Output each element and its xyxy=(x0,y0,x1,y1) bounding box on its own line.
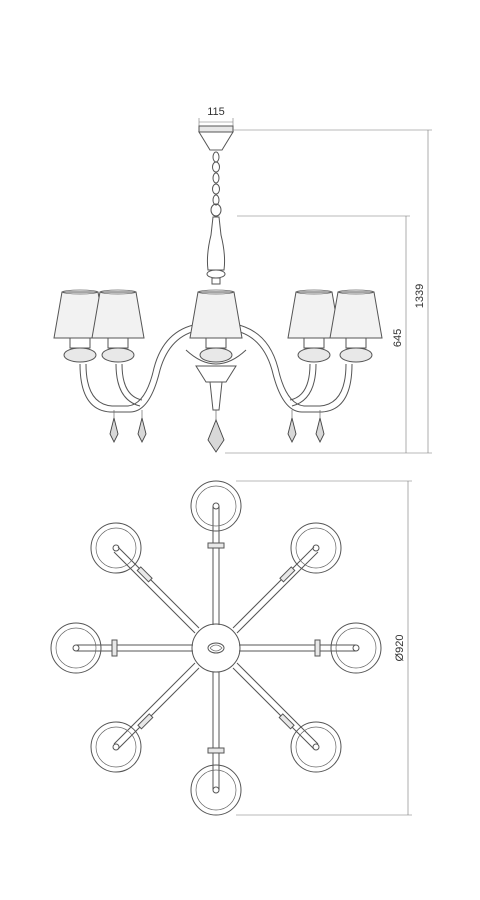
center-hub xyxy=(191,623,241,673)
body-height-label: 645 xyxy=(392,329,404,347)
plate-left xyxy=(50,622,102,674)
plate-bottom-right xyxy=(290,721,342,773)
diameter-label: Ø920 xyxy=(394,635,406,662)
diameter-dimension: Ø920 xyxy=(236,480,412,816)
plate-bottom-left xyxy=(90,721,142,773)
plate-bottom xyxy=(190,764,242,816)
canopy-width-dimension: 115 xyxy=(198,106,234,126)
canopy-width-label: 115 xyxy=(207,106,225,118)
lamp-plates xyxy=(50,480,382,816)
total-height-label: 1339 xyxy=(414,284,426,308)
crystal-drops xyxy=(109,410,325,453)
canopy xyxy=(198,125,234,151)
plate-right xyxy=(330,622,382,674)
lamp-shades xyxy=(53,289,383,363)
top-arms xyxy=(76,506,356,790)
top-view: Ø920 xyxy=(50,480,412,816)
center-body xyxy=(185,349,247,420)
chain xyxy=(210,151,222,217)
arms xyxy=(79,323,353,413)
plate-top-right xyxy=(290,522,342,574)
center-column xyxy=(206,216,226,285)
plate-top-left xyxy=(90,522,142,574)
side-view: 115 1339 xyxy=(53,106,432,454)
plate-top xyxy=(190,480,242,532)
arm-collars xyxy=(111,542,321,754)
height-dimensions: 1339 645 xyxy=(225,129,432,454)
